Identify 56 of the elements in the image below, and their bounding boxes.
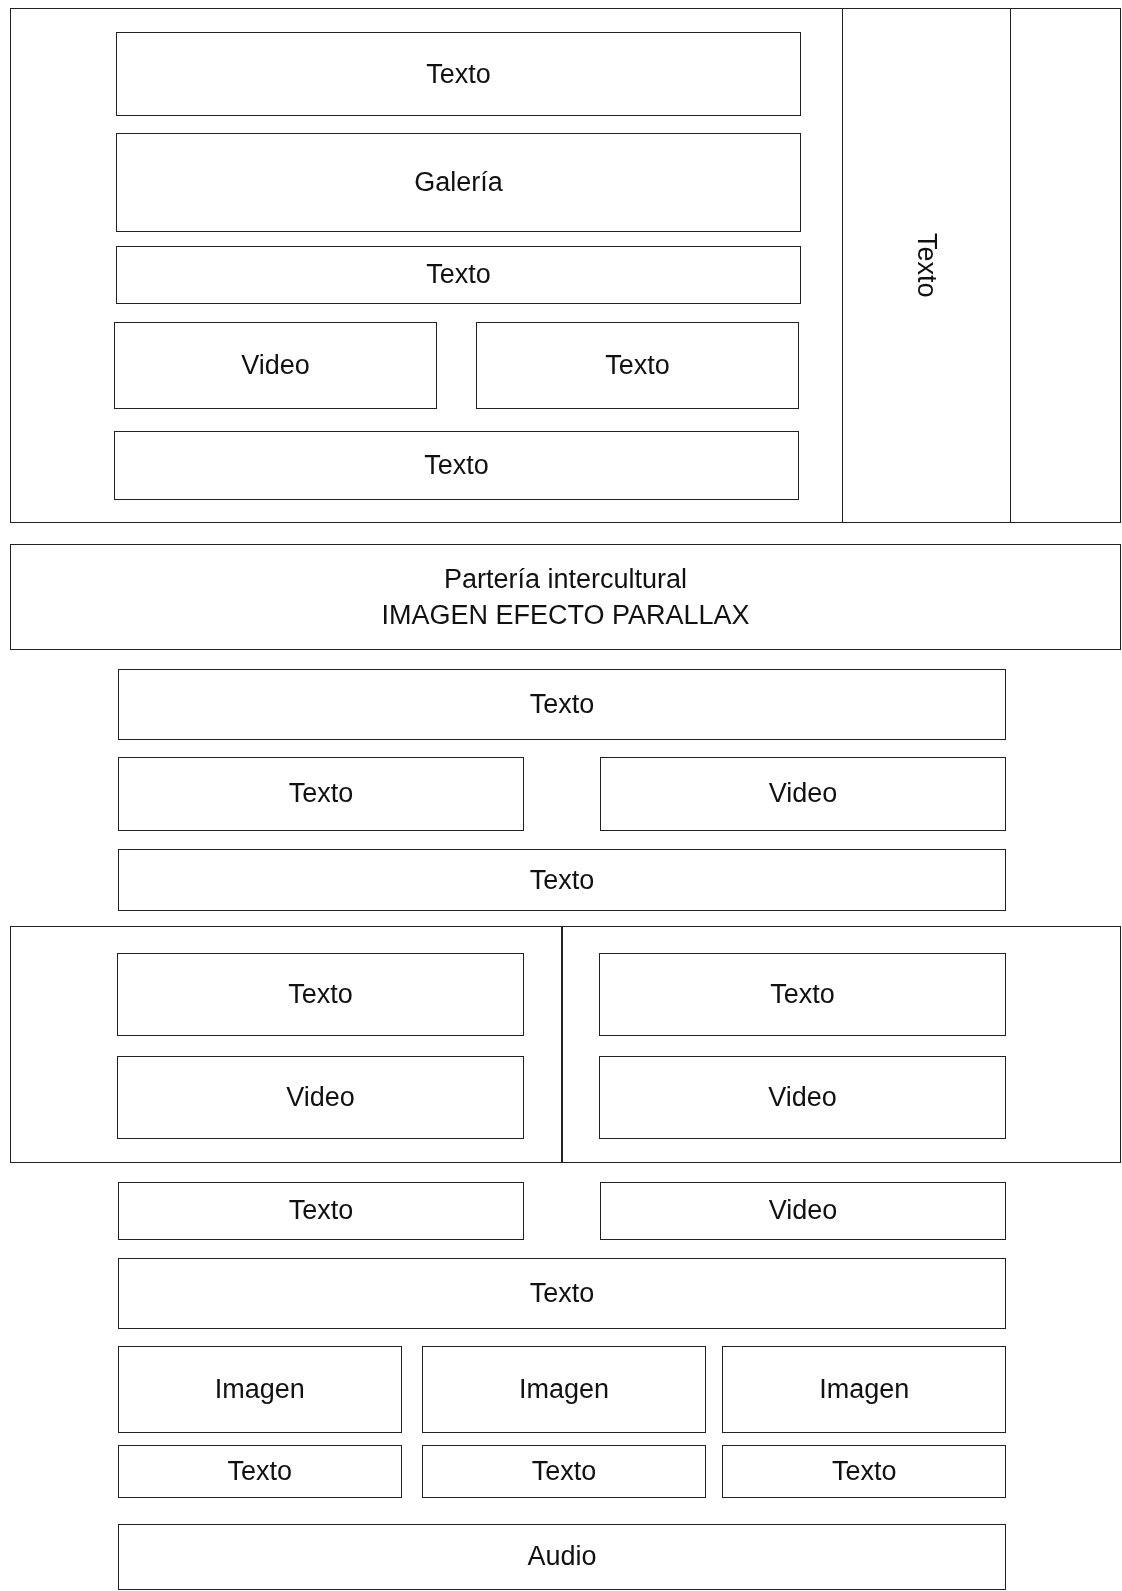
content-block xyxy=(476,322,799,410)
block-label: Audio xyxy=(527,1541,597,1573)
content-block xyxy=(422,1444,707,1499)
content-block xyxy=(117,849,1007,911)
block-label: Texto xyxy=(426,58,491,90)
block-label: Texto xyxy=(529,1277,595,1309)
content-block xyxy=(117,1444,402,1499)
content-block xyxy=(117,668,1007,740)
content-block xyxy=(599,1055,1006,1139)
block-label: Texto xyxy=(605,350,670,382)
block-label: Imagen xyxy=(214,1374,305,1406)
block-label: Texto xyxy=(531,1455,597,1487)
content-block xyxy=(114,322,437,410)
content-block xyxy=(722,1444,1007,1499)
content-block xyxy=(422,1346,707,1434)
section-frame xyxy=(562,926,1121,1163)
content-block xyxy=(599,953,1006,1037)
block-label: Texto xyxy=(288,778,354,810)
content-block xyxy=(599,1181,1007,1240)
content-block xyxy=(599,756,1007,831)
block-label: Texto xyxy=(288,1195,354,1227)
block-label: Imagen xyxy=(819,1374,910,1406)
block-label: Texto xyxy=(832,1455,897,1487)
content-block xyxy=(114,430,799,500)
block-label: Video xyxy=(241,350,310,382)
block-label: Texto xyxy=(910,233,942,298)
block-label: Video xyxy=(768,1081,837,1113)
block-label: Video xyxy=(768,1195,838,1227)
block-label: Texto xyxy=(529,864,595,896)
content-block xyxy=(117,1346,402,1434)
block-label: Texto xyxy=(426,259,491,291)
content-block xyxy=(117,953,524,1037)
banner-title: Partería intercultural xyxy=(444,562,688,596)
sidebar-column xyxy=(841,7,1011,523)
content-block xyxy=(116,133,801,232)
content-block xyxy=(117,756,525,831)
block-label: Texto xyxy=(288,979,353,1011)
block-label: Texto xyxy=(424,449,489,481)
banner-subtitle: IMAGEN EFECTO PARALLAX xyxy=(381,599,750,632)
content-block xyxy=(117,1257,1007,1329)
block-label: Video xyxy=(768,778,838,810)
block-label: Imagen xyxy=(519,1374,610,1406)
content-block xyxy=(117,1055,524,1139)
content-block xyxy=(116,246,801,304)
parallax-banner xyxy=(10,543,1121,651)
section-frame xyxy=(10,8,1121,524)
block-label: Video xyxy=(286,1081,355,1113)
content-block xyxy=(117,1181,525,1240)
block-label: Texto xyxy=(529,688,595,720)
section-frame xyxy=(10,926,562,1163)
content-block xyxy=(722,1346,1007,1434)
block-label: Texto xyxy=(227,1455,292,1487)
content-block xyxy=(117,1523,1007,1590)
content-block xyxy=(116,31,801,117)
block-label: Galería xyxy=(414,167,503,199)
block-label: Texto xyxy=(770,979,835,1011)
